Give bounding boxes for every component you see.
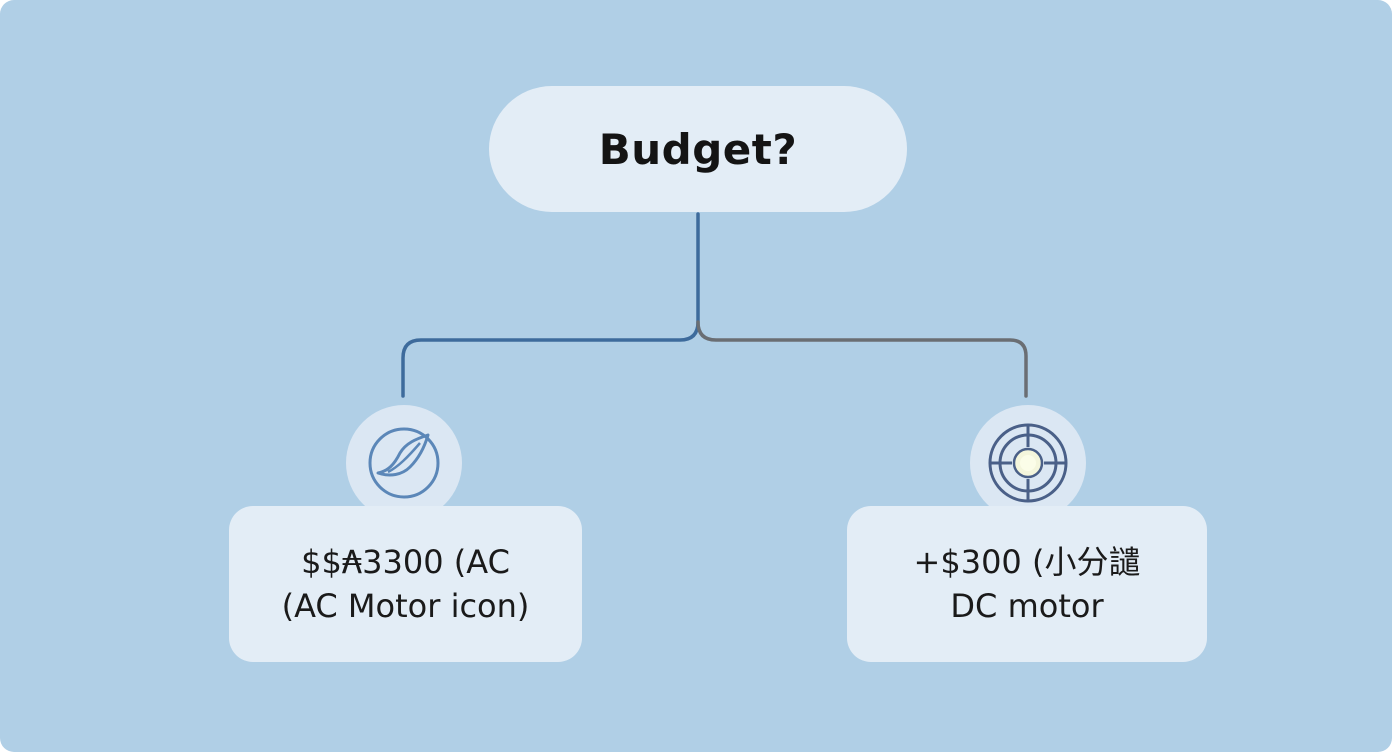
ac-motor-badge [346, 405, 462, 521]
ac-motor-icon [368, 427, 440, 499]
ac-option-label: (AC Motor icon) [281, 587, 530, 625]
connector-left [401, 212, 700, 398]
dc-motor-badge [970, 405, 1086, 521]
decision-node: Budget? [489, 86, 907, 212]
decision-question: Budget? [598, 124, 798, 174]
ac-option-box: $$₳3300 (AC (AC Motor icon) [229, 506, 582, 662]
dc-option-price: +$300 (小分譴 [913, 543, 1141, 581]
dc-motor-icon [988, 423, 1068, 503]
ac-option-price: $$₳3300 (AC [301, 543, 510, 581]
dc-option-box: +$300 (小分譴 DC motor [847, 506, 1207, 662]
connector-right [696, 320, 1028, 398]
dc-option-label: DC motor [950, 587, 1104, 625]
